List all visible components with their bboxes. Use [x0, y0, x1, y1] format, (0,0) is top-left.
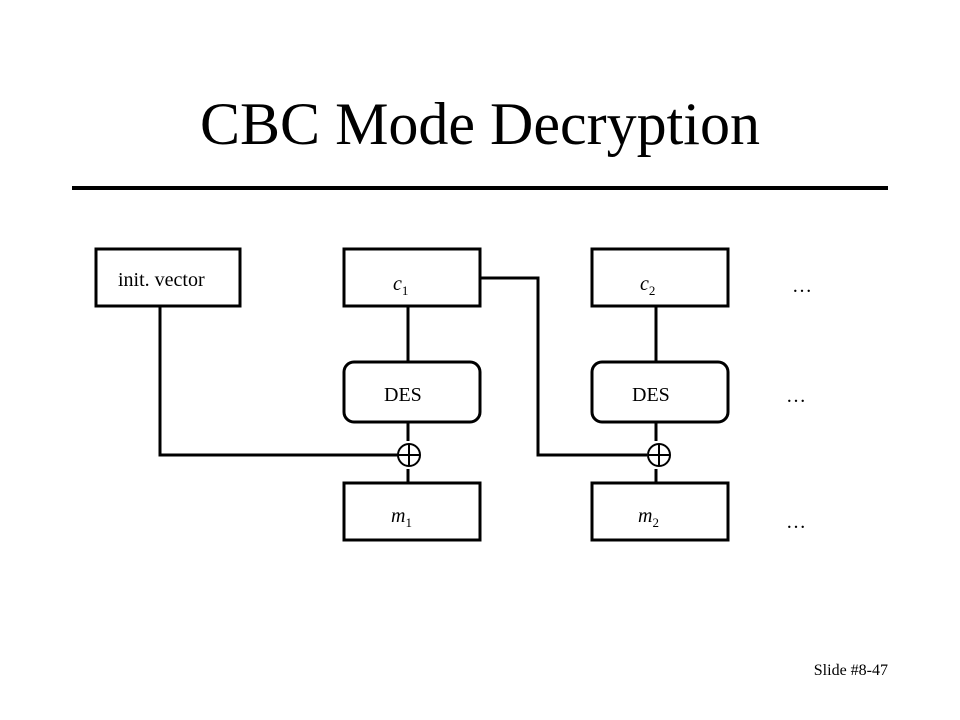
- m1-box: [342, 481, 482, 542]
- c2-var: c: [640, 273, 649, 295]
- iv-to-xor1-line: [158, 306, 400, 457]
- c2-subscript: 2: [649, 283, 656, 298]
- c1-var: c: [393, 273, 402, 295]
- des1-label: DES: [384, 384, 422, 406]
- c1-box: [342, 247, 482, 308]
- c1-label: c1: [393, 273, 408, 298]
- slide-number: Slide #8-47: [813, 662, 888, 679]
- m2-label: m2: [638, 505, 659, 530]
- ellipsis-des-row: …: [786, 385, 806, 407]
- des2-label: DES: [632, 384, 670, 406]
- iv-label: init. vector: [118, 269, 205, 291]
- c2-box: [590, 247, 730, 308]
- m2-box: [590, 481, 730, 542]
- slide-title: CBC Mode Decryption: [200, 91, 760, 157]
- c1-to-xor2-line: [480, 276, 647, 457]
- m2-var: m: [638, 505, 652, 527]
- des1-box: [342, 360, 482, 424]
- c2-label: c2: [640, 273, 655, 298]
- des2-box: [590, 360, 730, 424]
- m1-subscript: 1: [405, 515, 412, 530]
- ellipsis-cipher-row: …: [792, 275, 812, 297]
- xor1-symbol: [397, 443, 421, 467]
- m2-subscript: 2: [652, 515, 659, 530]
- m1-var: m: [391, 505, 405, 527]
- iv-box: [94, 247, 242, 308]
- xor2-symbol: [647, 443, 671, 467]
- m1-label: m1: [391, 505, 412, 530]
- c1-subscript: 1: [402, 283, 409, 298]
- ellipsis-plain-row: …: [786, 511, 806, 533]
- title-divider: [72, 186, 888, 190]
